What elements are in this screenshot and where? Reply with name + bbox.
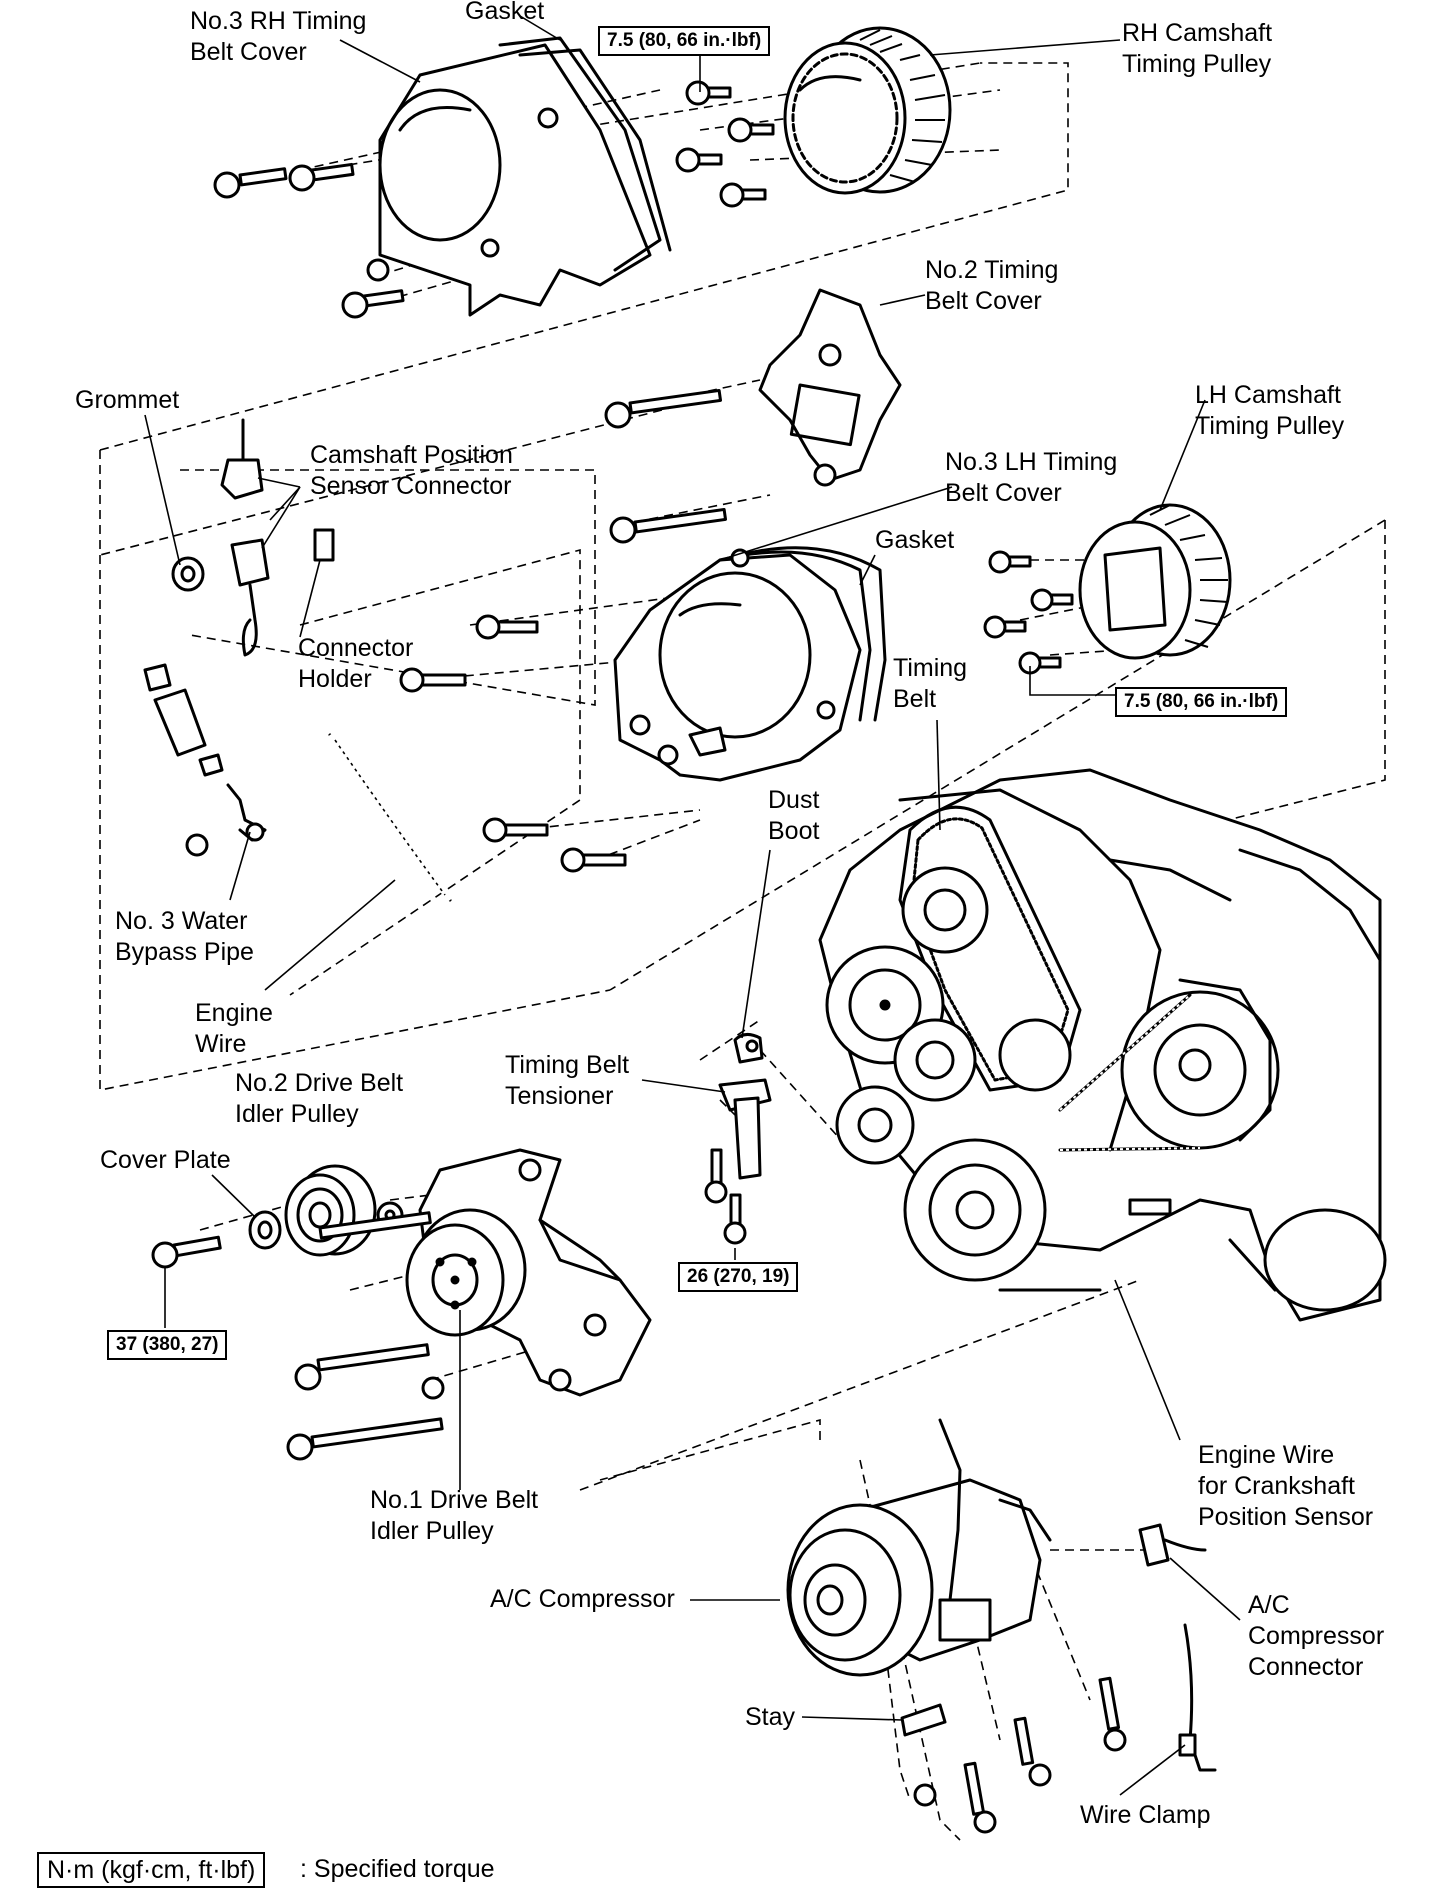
label-tensioner-line2: Tensioner	[505, 1082, 614, 1110]
label-timing-belt: Timing Belt	[893, 653, 967, 715]
label-gasket-top: Gasket	[465, 0, 545, 25]
label-lh-camshaft-pulley: LH Camshaft Timing Pulley	[1195, 380, 1344, 442]
label-no2-timing-belt-cover: No.2 Timing Belt Cover	[925, 255, 1058, 317]
label-lh-pulley-line1: LH Camshaft	[1195, 381, 1341, 409]
label-cover-plate: Cover Plate	[100, 1146, 231, 1174]
label-rh-pulley-line1: RH Camshaft	[1122, 19, 1273, 47]
label-cam-sensor-connector: Camshaft Position Sensor Connector	[310, 440, 513, 502]
label-ac-compressor: A/C Compressor	[490, 1585, 675, 1613]
label-grommet: Grommet	[75, 386, 180, 414]
torque-box-cover-plate: 37 (380, 27)	[107, 1330, 228, 1360]
label-lh-cover-line1: No.3 LH Timing	[945, 448, 1118, 476]
rh-camshaft-pulley-part	[783, 26, 952, 195]
label-engine-wire-crank-line3: Position Sensor	[1198, 1503, 1374, 1531]
label-tensioner-line1: Timing Belt	[505, 1051, 630, 1079]
lh-pulley-bolts	[983, 550, 1074, 675]
label-ac-compressor-connector: A/C Compressor Connector	[1248, 1590, 1384, 1683]
torque-box-lh-pulley: 7.5 (80, 66 in.·lbf)	[1115, 687, 1288, 717]
label-dust-boot-line2: Boot	[768, 817, 820, 845]
label-rh-camshaft-pulley: RH Camshaft Timing Pulley	[1122, 18, 1272, 80]
label-no2-idler-pulley: No.2 Drive Belt Idler Pulley	[235, 1068, 403, 1130]
label-water-pipe-line2: Bypass Pipe	[115, 938, 254, 966]
leader-lines	[144, 15, 1241, 1796]
label-engine-wire-crank-line2: for Crankshaft	[1198, 1472, 1356, 1500]
label-stay: Stay	[745, 1703, 796, 1731]
label-timing-belt-line2: Belt	[893, 685, 937, 713]
label-engine-wire: Engine Wire	[195, 998, 273, 1060]
water-bypass-pipe-part	[143, 663, 267, 857]
timing-belt-tensioner-part	[704, 1033, 772, 1245]
label-water-bypass-pipe: No. 3 Water Bypass Pipe	[115, 906, 254, 968]
no2-timing-belt-cover-part	[758, 288, 902, 487]
label-rh-timing-belt-cover: No.3 RH Timing Belt Cover	[190, 6, 366, 68]
label-engine-wire-line1: Engine	[195, 999, 273, 1027]
lh-camshaft-pulley-part	[1078, 503, 1232, 660]
label-ac-connector-line3: Connector	[1248, 1653, 1364, 1681]
label-dust-boot: Dust Boot	[768, 785, 819, 847]
rh-pulley-bolts	[675, 80, 775, 208]
lh-timing-belt-cover-part	[613, 546, 887, 782]
label-timing-belt-line1: Timing	[893, 654, 968, 682]
cover-plate-bolt	[151, 1235, 222, 1269]
label-rh-pulley-line2: Timing Pulley	[1122, 50, 1272, 78]
label-cam-sensor-line1: Camshaft Position	[310, 441, 513, 469]
label-no1-idler-line1: No.1 Drive Belt	[370, 1486, 539, 1514]
label-ac-connector-line1: A/C	[1248, 1591, 1290, 1619]
label-no2-idler-line1: No.2 Drive Belt	[235, 1069, 404, 1097]
label-dust-boot-line1: Dust	[768, 786, 820, 814]
torque-box-rh-pulley: 7.5 (80, 66 in.·lbf)	[598, 26, 771, 56]
no2-idler-pulley-part	[284, 1164, 377, 1257]
label-rh-cover-line1: No.3 RH Timing	[190, 7, 367, 35]
no2-cover-bolts	[604, 388, 728, 544]
bracket-bolts	[286, 1211, 445, 1461]
label-rh-cover-line2: Belt Cover	[190, 38, 307, 66]
label-no2-cover-line1: No.2 Timing	[925, 256, 1059, 284]
legend-unit-box: N·m (kgf·cm, ft·lbf)	[37, 1852, 266, 1888]
label-no2-cover-line2: Belt Cover	[925, 287, 1042, 315]
wire-clamp-part	[1178, 1623, 1217, 1772]
label-timing-belt-tensioner: Timing Belt Tensioner	[505, 1050, 629, 1112]
no1-idler-pulley-part	[405, 1208, 527, 1337]
label-connector-holder-line1: Connector	[298, 634, 414, 662]
label-wire-clamp: Wire Clamp	[1080, 1801, 1211, 1829]
ac-connector-part	[1138, 1523, 1207, 1567]
label-ac-connector-line2: Compressor	[1248, 1622, 1385, 1650]
rh-cover-bolts	[213, 162, 405, 319]
label-engine-wire-crank-line1: Engine Wire	[1198, 1441, 1335, 1469]
engine-wire-part	[327, 733, 453, 902]
legend-specified-torque: : Specified torque	[300, 1855, 495, 1883]
label-lh-timing-belt-cover: No.3 LH Timing Belt Cover	[945, 447, 1117, 509]
label-lh-pulley-line2: Timing Pulley	[1195, 412, 1345, 440]
stay-part	[900, 1703, 947, 1737]
grommet-part	[171, 556, 205, 592]
label-connector-holder: Connector Holder	[298, 633, 413, 695]
cover-plate-part	[248, 1210, 282, 1250]
ac-compressor-part	[786, 1418, 1052, 1677]
label-cam-sensor-line2: Sensor Connector	[310, 472, 512, 500]
engine-block-part	[818, 768, 1387, 1322]
torque-box-tensioner: 26 (270, 19)	[678, 1262, 799, 1292]
label-engine-wire-line2: Wire	[195, 1030, 247, 1058]
label-no1-idler-line2: Idler Pulley	[370, 1517, 494, 1545]
lh-cover-bolts	[399, 614, 627, 873]
label-water-pipe-line1: No. 3 Water	[115, 907, 248, 935]
label-engine-wire-crank: Engine Wire for Crankshaft Position Sens…	[1198, 1440, 1373, 1533]
label-no1-idler-pulley: No.1 Drive Belt Idler Pulley	[370, 1485, 538, 1547]
label-no2-idler-line2: Idler Pulley	[235, 1100, 359, 1128]
label-gasket-mid: Gasket	[875, 526, 955, 554]
label-lh-cover-line2: Belt Cover	[945, 479, 1062, 507]
label-connector-holder-line2: Holder	[298, 665, 372, 693]
compressor-bolts	[913, 1676, 1127, 1834]
rh-timing-belt-cover-part	[378, 36, 672, 317]
cam-sensor-connector-part	[220, 418, 335, 657]
